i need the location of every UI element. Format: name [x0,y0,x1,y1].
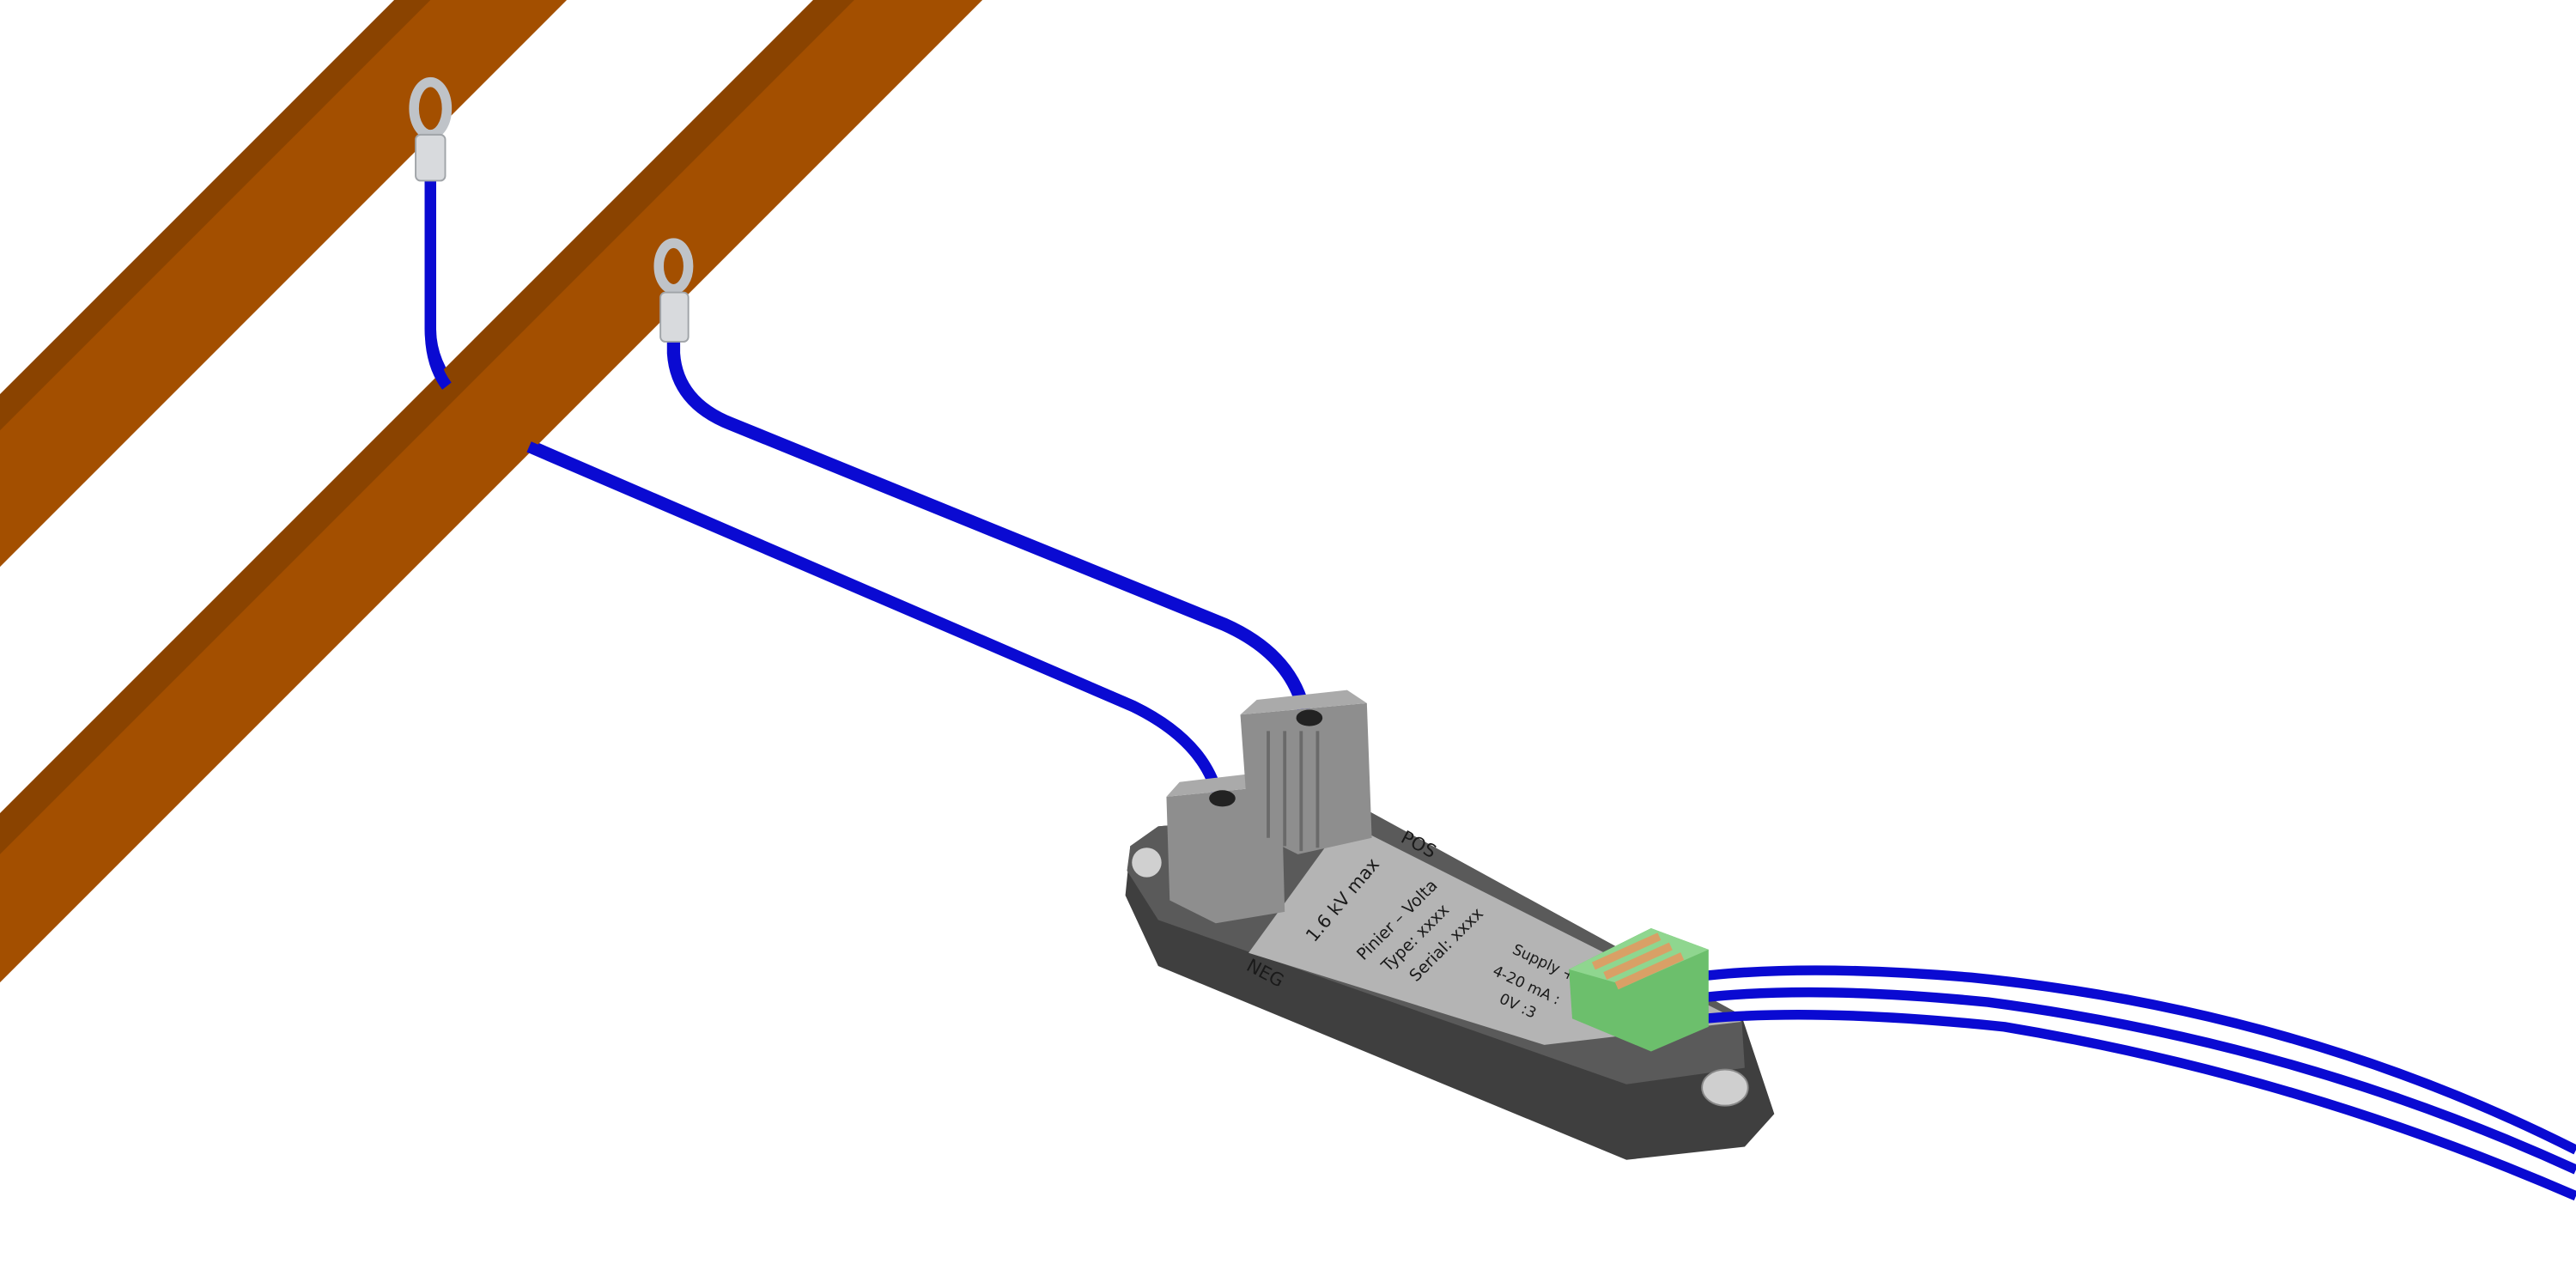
wire-pos [666,337,1313,724]
signal-wires [1658,965,2576,1201]
signal-connector [1569,927,1709,1052]
ring-lug-1 [409,76,453,182]
terminal-block-pos [1240,690,1372,854]
wire-neg-upper-segment [424,172,452,390]
copper-busbar-front [0,0,983,983]
ring-lug-2 [653,238,694,343]
wire-neg-lower-segment [526,441,1225,804]
